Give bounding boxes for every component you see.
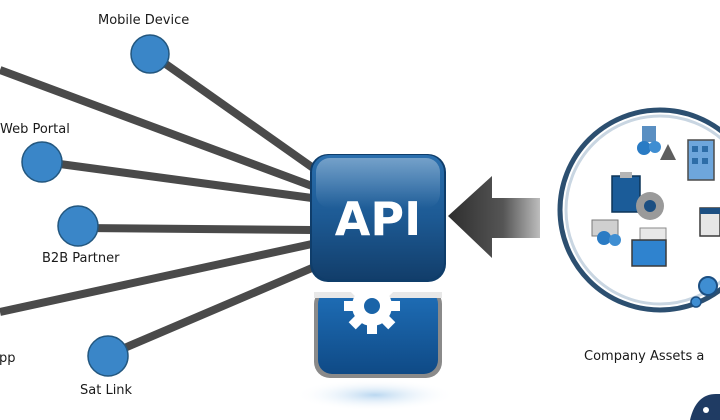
spoke-mobile-device [157, 56, 319, 174]
label-sat-link: Sat Link [80, 383, 133, 398]
calendar-icon [699, 207, 720, 237]
nodes [21, 34, 170, 377]
spoke-b2b-partner [79, 224, 313, 234]
node-sat-link[interactable] [87, 335, 129, 377]
arrow-icon [448, 176, 540, 258]
spoke-sat-link [106, 264, 314, 359]
folder-icon [631, 227, 667, 267]
api-hub[interactable]: API [310, 154, 446, 282]
node-web-portal[interactable] [21, 141, 63, 183]
label-b2b-partner: B2B Partner [42, 251, 120, 266]
node-mobile-device[interactable] [130, 34, 170, 74]
gear-box [295, 278, 455, 411]
people-icon [637, 126, 676, 160]
spoke-web-portal [44, 158, 313, 202]
node-b2b-partner[interactable] [57, 205, 99, 247]
company-assets [557, 107, 720, 313]
api-label: API [335, 192, 421, 246]
label-mobile-device: Mobile Device [98, 13, 190, 28]
settings-gear-icon [636, 192, 664, 220]
label-web-portal: Web Portal [0, 122, 70, 137]
building-icon [687, 139, 715, 181]
users-icon [591, 219, 621, 246]
clipboard-icon [611, 172, 641, 213]
gauge-icon [690, 276, 718, 308]
spoke-offscreen-top [0, 66, 314, 190]
label-company-assets: Company Assets a [584, 349, 705, 364]
spoke-app [0, 240, 313, 316]
label-app: pp [0, 351, 16, 366]
spokes [0, 56, 319, 359]
mascot-icon [690, 394, 720, 420]
